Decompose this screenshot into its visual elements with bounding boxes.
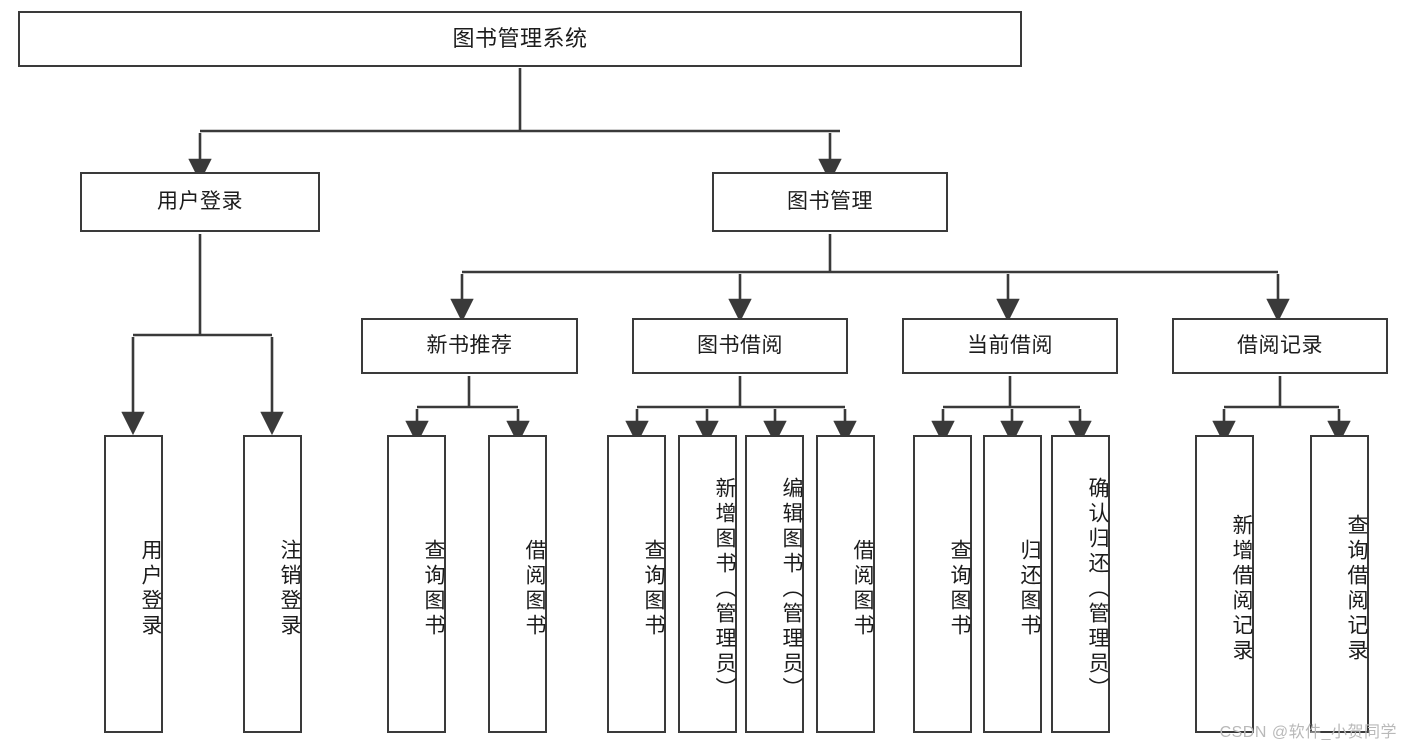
leaf-query-book-1[interactable]: 查询图书 [387, 435, 446, 733]
node-root[interactable]: 图书管理系统 [18, 11, 1022, 67]
leaf-edit-book[interactable]: 编辑图书（管理员） [745, 435, 804, 733]
node-book-borrow[interactable]: 图书借阅 [632, 318, 848, 374]
leaf-borrow-book-2[interactable]: 借阅图书 [816, 435, 875, 733]
leaf-query-record[interactable]: 查询借阅记录 [1310, 435, 1369, 733]
leaf-add-record[interactable]: 新增借阅记录 [1195, 435, 1254, 733]
watermark: CSDN @软件_小贺同学 [1219, 724, 1397, 741]
node-user-login[interactable]: 用户登录 [80, 172, 320, 232]
leaf-user-login[interactable]: 用户登录 [104, 435, 163, 733]
node-new-book-recommend[interactable]: 新书推荐 [361, 318, 578, 374]
leaf-query-book-2[interactable]: 查询图书 [607, 435, 666, 733]
leaf-add-book[interactable]: 新增图书（管理员） [678, 435, 737, 733]
leaf-logout-login[interactable]: 注销登录 [243, 435, 302, 733]
node-borrow-record[interactable]: 借阅记录 [1172, 318, 1388, 374]
node-book-manage[interactable]: 图书管理 [712, 172, 948, 232]
leaf-query-book-3[interactable]: 查询图书 [913, 435, 972, 733]
leaf-confirm-return[interactable]: 确认归还（管理员） [1051, 435, 1110, 733]
leaf-borrow-book-1[interactable]: 借阅图书 [488, 435, 547, 733]
leaf-return-book[interactable]: 归还图书 [983, 435, 1042, 733]
node-current-borrow[interactable]: 当前借阅 [902, 318, 1118, 374]
